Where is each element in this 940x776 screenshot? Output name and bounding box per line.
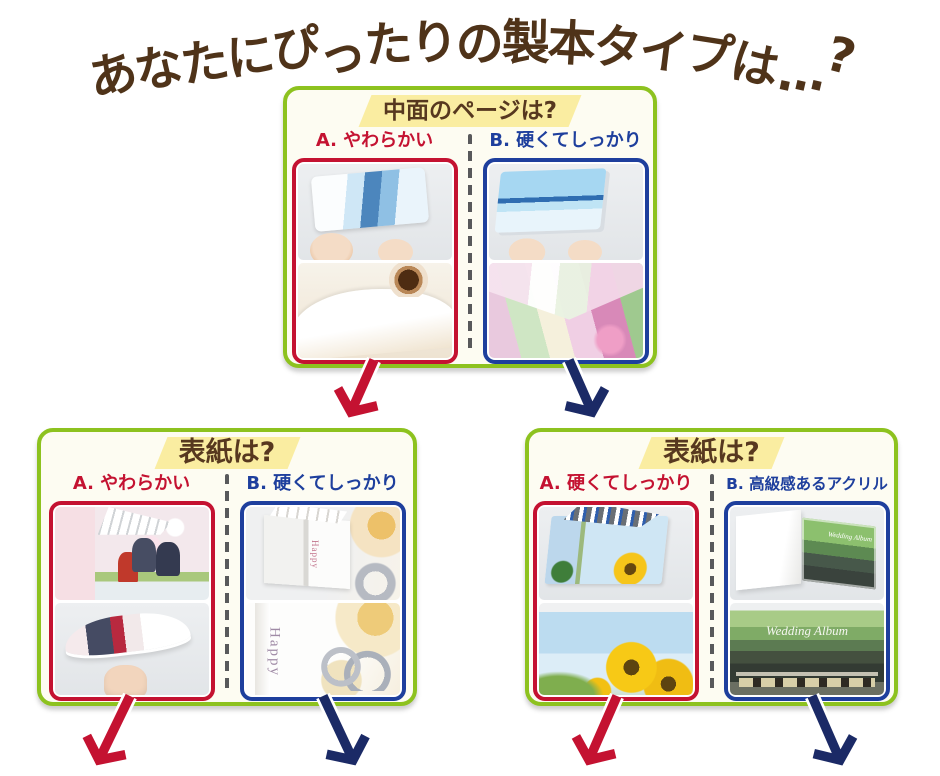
photo-hardcover-cover-rings: Happy [245,602,400,695]
title-char: ぴ [269,18,322,80]
title-char: 本 [546,14,595,74]
photo-soft-pages-held-open [297,164,452,260]
option-a-label: A. 硬くてしっかり [539,473,693,494]
dashed-divider [468,134,472,353]
photo-soft-pages-lying-flat [297,262,452,358]
dashed-divider [709,474,714,691]
title-char: ? [819,25,860,87]
question-box-cover-left: 表紙は? A. やわらかい B. 硬くてしっかり Happy Happy [37,428,417,706]
photo-caption-happy-spine: Happy [310,540,321,570]
option-b-photo-frame: Happy Happy [239,501,406,701]
photo-sunflower-book-standing [539,507,693,600]
title-char: 製 [501,14,549,72]
photo-hardcover-standing: Happy [245,507,400,600]
option-a-column: A. やわらかい [48,473,215,701]
title-char: タ [590,18,642,78]
options-row: A. やわらかい B. 硬くてしっかり [287,130,653,364]
photo-acrylic-album-cover: Wedding Album [730,602,884,695]
photo-stiff-pages-held-open [488,164,643,260]
question-heading: 表紙は? [653,438,770,468]
question-heading-row: 表紙は? [41,438,413,471]
question-heading: 中面のページは? [373,96,567,126]
dashed-divider [225,474,229,691]
question-box-cover-right: 表紙は? A. 硬くてしっかり B. 高級感あるアクリル Wedding Alb… [525,428,898,706]
title-char: り [408,14,457,72]
title-char: た [362,15,412,75]
options-row: A. やわらかい B. 硬くてしっかり Happy Happy [41,473,413,701]
photo-acrylic-album-standing: Wedding Album [730,507,884,600]
option-a-column: A. 硬くてしっかり [533,473,699,701]
photo-caption-wedding-album-small: Wedding Album [827,530,873,544]
photo-caption-wedding-album: Wedding Album [766,622,848,638]
question-heading: 表紙は? [169,438,286,468]
option-a-label: A. やわらかい [315,130,434,151]
option-b-photo-frame [482,158,649,364]
option-b-label: B. 高級感あるアクリル [726,475,888,493]
title-char: に [222,26,277,88]
photo-stiff-flower-pages [488,262,643,358]
option-a-photo-frame [533,501,699,701]
options-row: A. 硬くてしっかり B. 高級感あるアクリル Wedding Album We… [529,473,894,701]
option-a-photo-frame [48,501,215,701]
option-a-photo-frame [291,158,458,364]
title-char: の [455,16,504,72]
option-b-column: B. 硬くてしっかり [482,130,649,364]
option-b-label: B. 硬くてしっかり [489,130,642,151]
question-heading-row: 表紙は? [529,438,894,471]
option-b-column: B. 高級感あるアクリル Wedding Album Wedding Album [724,473,890,701]
page-title: あなたにぴったりの製本タイプは...? [55,2,885,108]
question-box-inner-pages: 中面のページは? A. やわらかい B. 硬くてしっかり [283,86,657,368]
option-b-column: B. 硬くてしっかり Happy Happy [239,473,406,701]
photo-softcover-bent-in-hand [54,602,209,695]
photo-softcover-standing [54,507,209,600]
option-b-label: B. 硬くてしっかり [246,473,399,494]
option-a-label: A. やわらかい [72,473,191,494]
title-char: っ [315,25,367,85]
photo-sunflower-cover [539,602,693,695]
question-heading-row: 中面のページは? [287,96,653,128]
photo-caption-happy: Happy [266,626,283,677]
option-b-photo-frame: Wedding Album Wedding Album [724,501,890,701]
option-a-column: A. やわらかい [291,130,458,364]
